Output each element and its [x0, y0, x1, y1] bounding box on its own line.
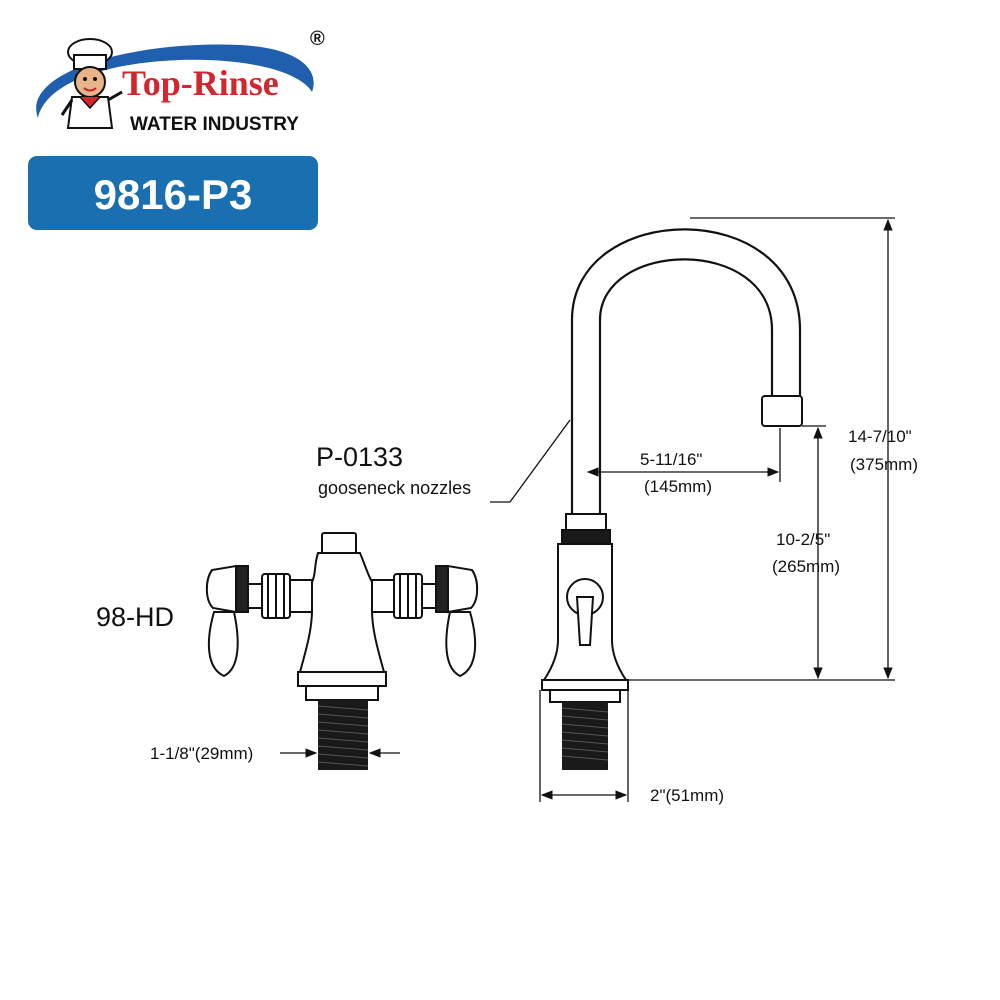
- spout-clearance-mm: (265mm): [772, 557, 840, 576]
- valve-body-front-view: [205, 532, 479, 701]
- spout-reach-mm: (145mm): [644, 477, 712, 496]
- brand-logo: Top-Rinse WATER INDUSTRY ®: [36, 28, 325, 135]
- callout-leader: [490, 419, 571, 503]
- threaded-shank-right: [561, 702, 609, 770]
- threaded-shank-left: [317, 700, 369, 770]
- gooseneck-spout: [570, 228, 802, 520]
- overall-height-mm: (375mm): [850, 455, 918, 474]
- dimension-lines: [280, 217, 895, 802]
- registered-mark: ®: [310, 28, 325, 50]
- base-width-dimension: 2"(51mm): [650, 786, 724, 805]
- part-description-label: gooseneck nozzles: [318, 478, 471, 498]
- part-number-label: P-0133: [316, 442, 403, 472]
- model-badge: 9816-P3: [28, 156, 318, 230]
- brand-name: Top-Rinse: [122, 63, 279, 103]
- spout-outlet-nozzle: [761, 395, 803, 427]
- spout-reach-inch: 5-11/16": [640, 450, 702, 469]
- chef-mascot-icon: [60, 38, 123, 129]
- brand-tagline: WATER INDUSTRY: [130, 114, 299, 135]
- overall-height-inch: 14-7/10": [848, 427, 912, 446]
- handle-model-label: 98-HD: [96, 602, 174, 632]
- spout-clearance-inch: 10-2/5": [776, 530, 830, 549]
- shank-width-dimension: 1-1/8"(29mm): [150, 744, 253, 763]
- valve-body-side-view: [541, 513, 629, 703]
- model-number: 9816-P3: [94, 171, 253, 218]
